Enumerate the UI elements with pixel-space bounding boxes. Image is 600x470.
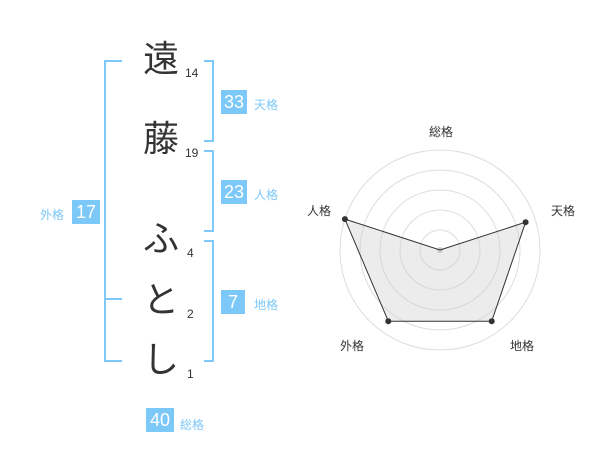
soukaku-value-badge: 40 [146, 408, 174, 432]
radar-axis-label-chikaku: 地格 [510, 339, 535, 353]
name-char-5: し [143, 340, 180, 381]
jinkaku-bracket [204, 150, 214, 232]
name-char-3: ふ [143, 219, 180, 260]
radar-grid-ring-5 [339, 149, 541, 351]
radar-point-2 [522, 219, 529, 226]
stroke-count-5: 1 [187, 367, 194, 381]
radar-point-4 [385, 318, 392, 325]
chikaku-label: 地格 [254, 298, 279, 312]
chikaku-bracket [204, 240, 214, 362]
jinkaku-value-badge: 23 [221, 180, 247, 204]
stroke-count-4: 2 [187, 307, 194, 321]
radar-grid-ring-4 [359, 169, 521, 331]
gaikaku-bracket-tick [104, 298, 122, 300]
stroke-count-1: 14 [185, 66, 199, 80]
radar-axis-label-jinkaku: 人格 [307, 204, 332, 218]
stroke-count-3: 4 [187, 246, 194, 260]
radar-series-area [344, 218, 527, 322]
soukaku-label: 総格 [180, 418, 205, 432]
radar-point-3 [488, 318, 495, 325]
jinkaku-label: 人格 [254, 188, 279, 202]
radar-chart [339, 149, 541, 351]
tenkaku-label: 天格 [254, 98, 279, 112]
radar-point-5 [341, 216, 348, 223]
chikaku-value-badge: 7 [221, 290, 245, 314]
gaikaku-label: 外格 [40, 208, 65, 222]
name-char-4: と [143, 280, 180, 321]
name-char-2: 藤 [143, 119, 180, 160]
radar-axis-label-tenkaku: 天格 [551, 204, 576, 218]
radar-axis-label-gaikaku: 外格 [340, 339, 365, 353]
tenkaku-bracket [204, 60, 214, 142]
gaikaku-bracket [104, 60, 122, 362]
radar-grid-ring-3 [379, 189, 501, 311]
name-char-1: 遠 [143, 39, 180, 80]
tenkaku-value-badge: 33 [221, 90, 247, 114]
stroke-count-2: 19 [185, 146, 199, 160]
radar-axis-label-soukaku: 総格 [429, 125, 454, 139]
radar-grid-ring-1 [419, 229, 461, 271]
gaikaku-value-badge: 17 [72, 200, 100, 224]
radar-grid-ring-2 [399, 209, 481, 291]
